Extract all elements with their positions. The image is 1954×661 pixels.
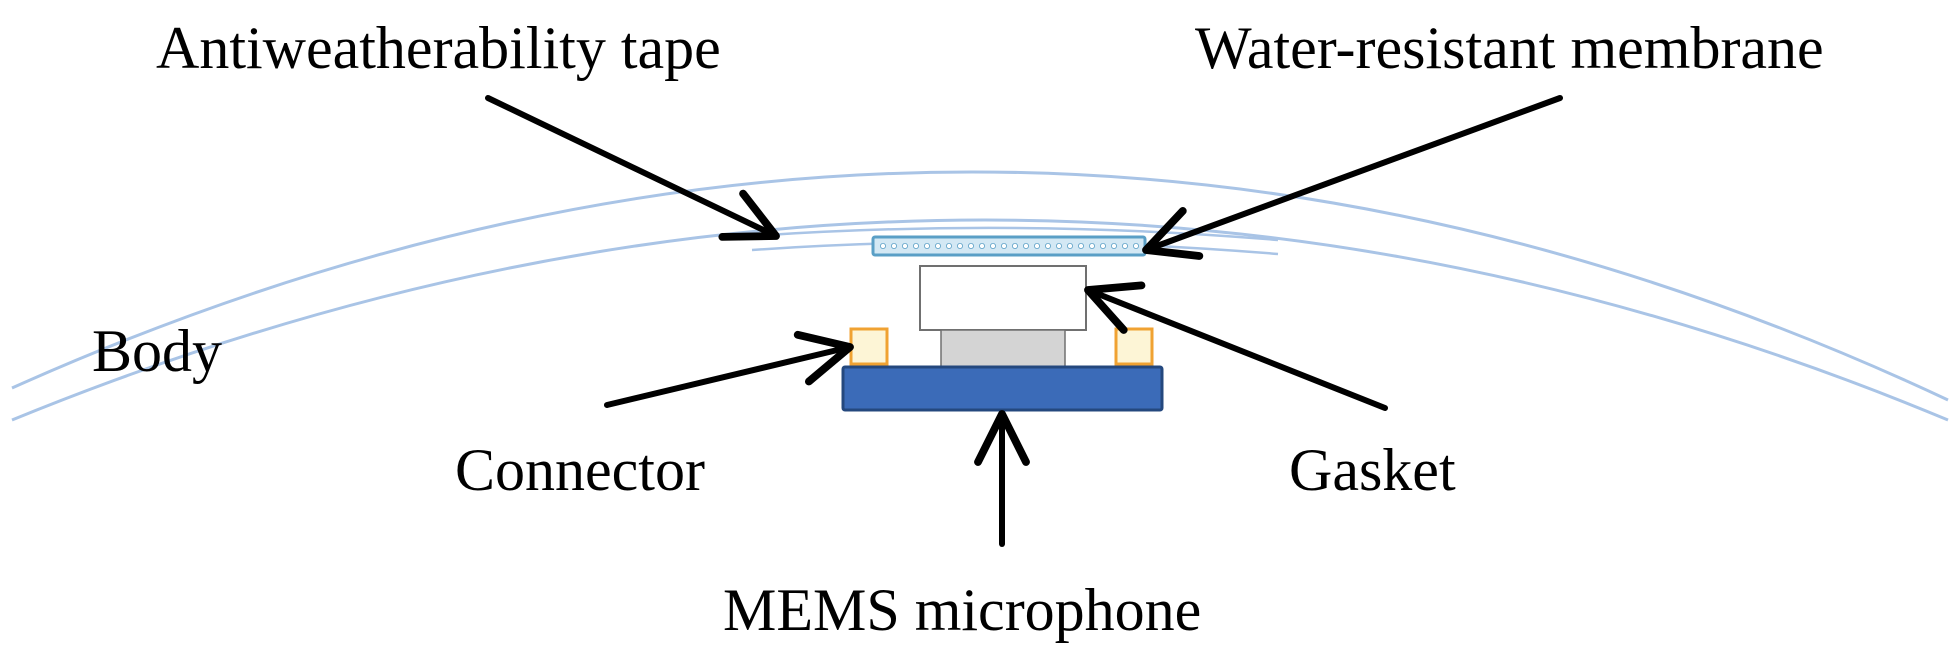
body-outer-curve [11,170,1949,402]
label-gasket: Gasket [1289,437,1456,503]
membrane-pore [1023,242,1030,249]
arrow-to-tape [485,95,780,241]
arrow-to-connector [604,330,854,408]
membrane-pore [1067,242,1074,249]
label-body: Body [92,318,222,384]
membrane-pore [968,242,975,249]
membrane-pore [1056,242,1063,249]
membrane-pore [990,242,997,249]
membrane-pore [924,242,931,249]
gasket-block [919,265,1087,331]
membrane-pore [957,242,964,249]
water-resistant-membrane [871,235,1147,257]
membrane-pore [1012,242,1019,249]
membrane-pore [891,242,898,249]
sound-port [940,329,1066,369]
arrow-to-gasket [1084,281,1388,411]
leader-arrows [485,95,1563,547]
membrane-pore [946,242,953,249]
membrane-pores [880,242,1140,249]
membrane-pore [1089,242,1096,249]
label-mems-microphone: MEMS microphone [723,577,1201,643]
membrane-pore [1100,242,1107,249]
connector-right [1114,327,1154,366]
tape-upper-curve [751,226,1279,242]
membrane-pore [902,242,909,249]
membrane-pore [880,242,887,249]
body-shell [11,170,1949,422]
label-connector: Connector [455,437,705,503]
mems-microphone-pcb [841,365,1164,412]
membrane-pore [1001,242,1008,249]
membrane-pore [913,242,920,249]
label-water-resistant-membrane: Water-resistant membrane [1195,15,1824,81]
membrane-pore [1122,242,1129,249]
membrane-pore [935,242,942,249]
membrane-pore [1078,242,1085,249]
membrane-pore [1111,242,1118,249]
membrane-pore [1133,242,1140,249]
connector-left [849,327,889,366]
body-inner-curve [11,218,1949,422]
label-antiweatherability-tape: Antiweatherability tape [156,15,721,81]
arrow-to-membrane [1142,95,1563,260]
membrane-pore [1034,242,1041,249]
membrane-pore [1045,242,1052,249]
membrane-pore [979,242,986,249]
